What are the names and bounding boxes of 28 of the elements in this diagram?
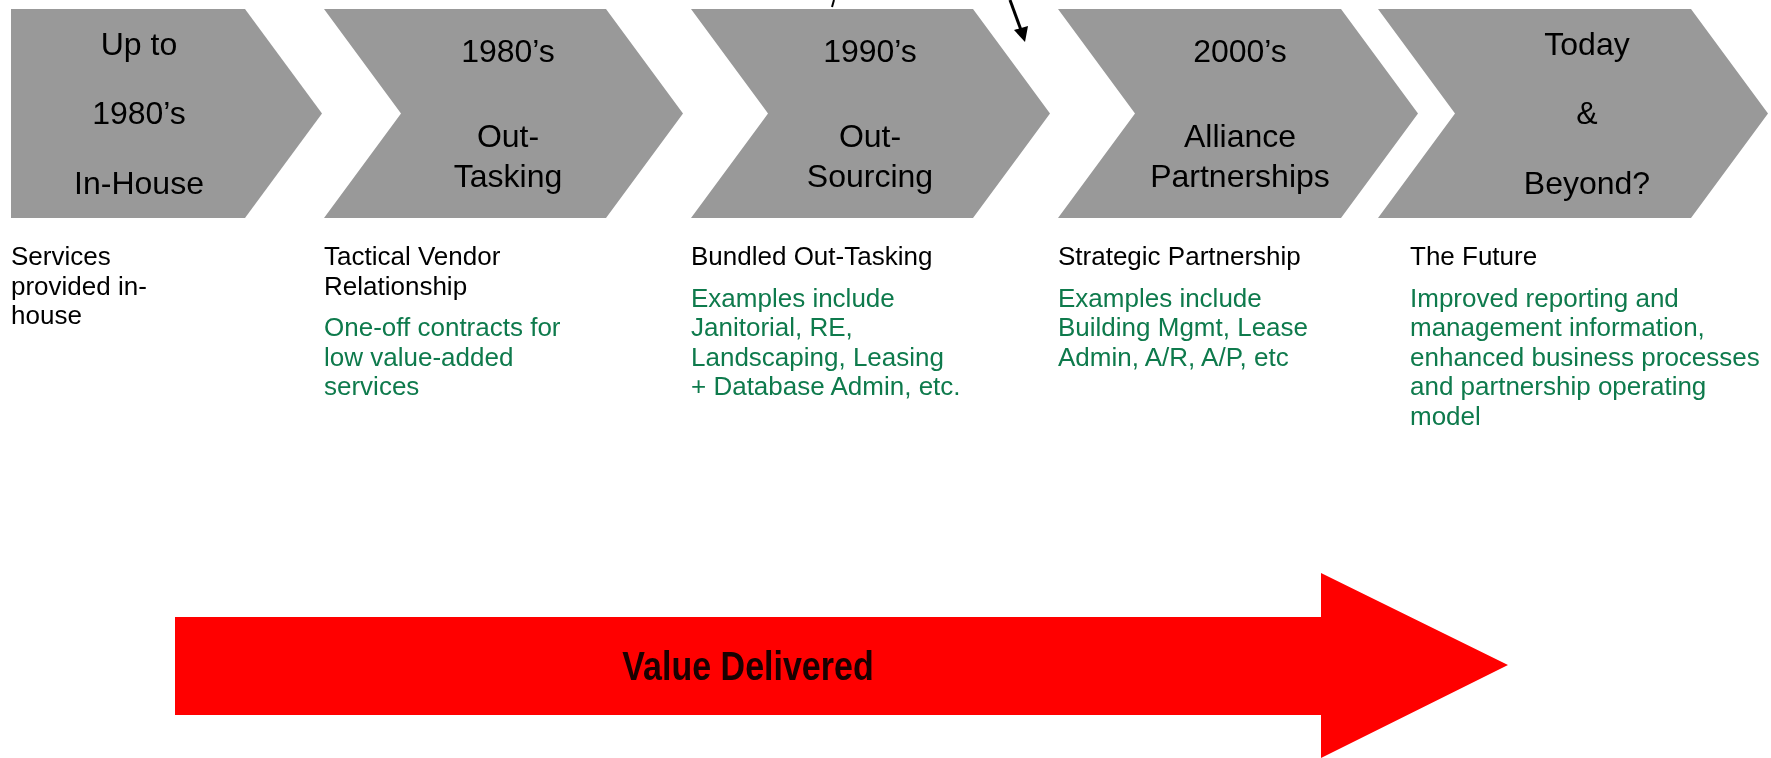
chevron-shape bbox=[691, 9, 1050, 218]
stage-description: One-off contracts for low value-added services bbox=[324, 313, 562, 402]
stage-heading: Strategic Partnership bbox=[1058, 242, 1302, 272]
era-label: Beyond? bbox=[1523, 164, 1651, 204]
stage-heading: The Future bbox=[1410, 242, 1539, 272]
era-label: 1990’s bbox=[823, 32, 917, 72]
chevron-shape bbox=[324, 9, 683, 218]
era-label: Today bbox=[1544, 24, 1630, 64]
era-label: Alliance Partnerships bbox=[1149, 116, 1331, 196]
stage-description: Examples include Janitorial, RE, Landscaping, Leasing + Database Admin, etc. bbox=[691, 283, 962, 402]
stage-description: Examples include Building Mgmt, Lease Admin, A/R, A/P, etc bbox=[1058, 283, 1310, 372]
chevron-shape bbox=[11, 9, 322, 218]
stage-heading: Tactical Vendor Relationship bbox=[324, 242, 502, 301]
era-label: Out- Sourcing bbox=[805, 116, 935, 196]
era-label: 1980’s bbox=[461, 32, 555, 72]
era-label: & bbox=[1576, 94, 1598, 134]
arrow-label: Value Delivered bbox=[622, 643, 874, 689]
era-label: Out- Tasking bbox=[452, 116, 564, 196]
stage-heading: Bundled Out-Tasking bbox=[691, 242, 934, 272]
era-label: In-House bbox=[74, 164, 204, 204]
era-label: Up to bbox=[100, 24, 178, 64]
chevron-shape bbox=[1058, 9, 1418, 218]
era-label: 1980’s bbox=[92, 94, 186, 134]
stage-description: Improved reporting and management information, enhanced business processes and partnership operating model bbox=[1410, 283, 1761, 431]
era-label: 2000’s bbox=[1193, 32, 1287, 72]
stage-heading: Services provided in-house bbox=[11, 242, 148, 331]
chevron-shape bbox=[1378, 9, 1768, 218]
value-arrow bbox=[175, 573, 1508, 758]
